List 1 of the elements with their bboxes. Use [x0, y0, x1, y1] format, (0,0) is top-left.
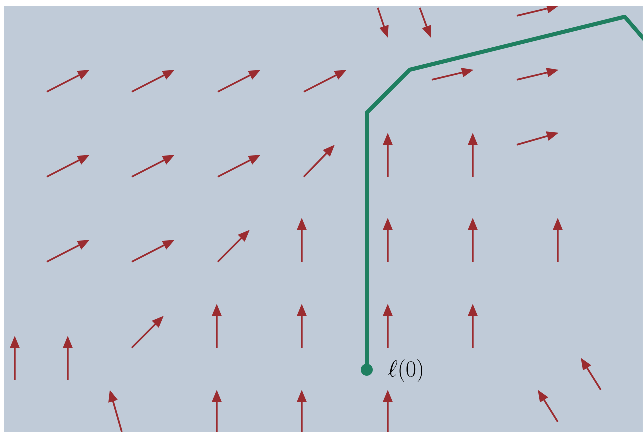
point-label: $\ell(0)$ — [388, 360, 422, 383]
